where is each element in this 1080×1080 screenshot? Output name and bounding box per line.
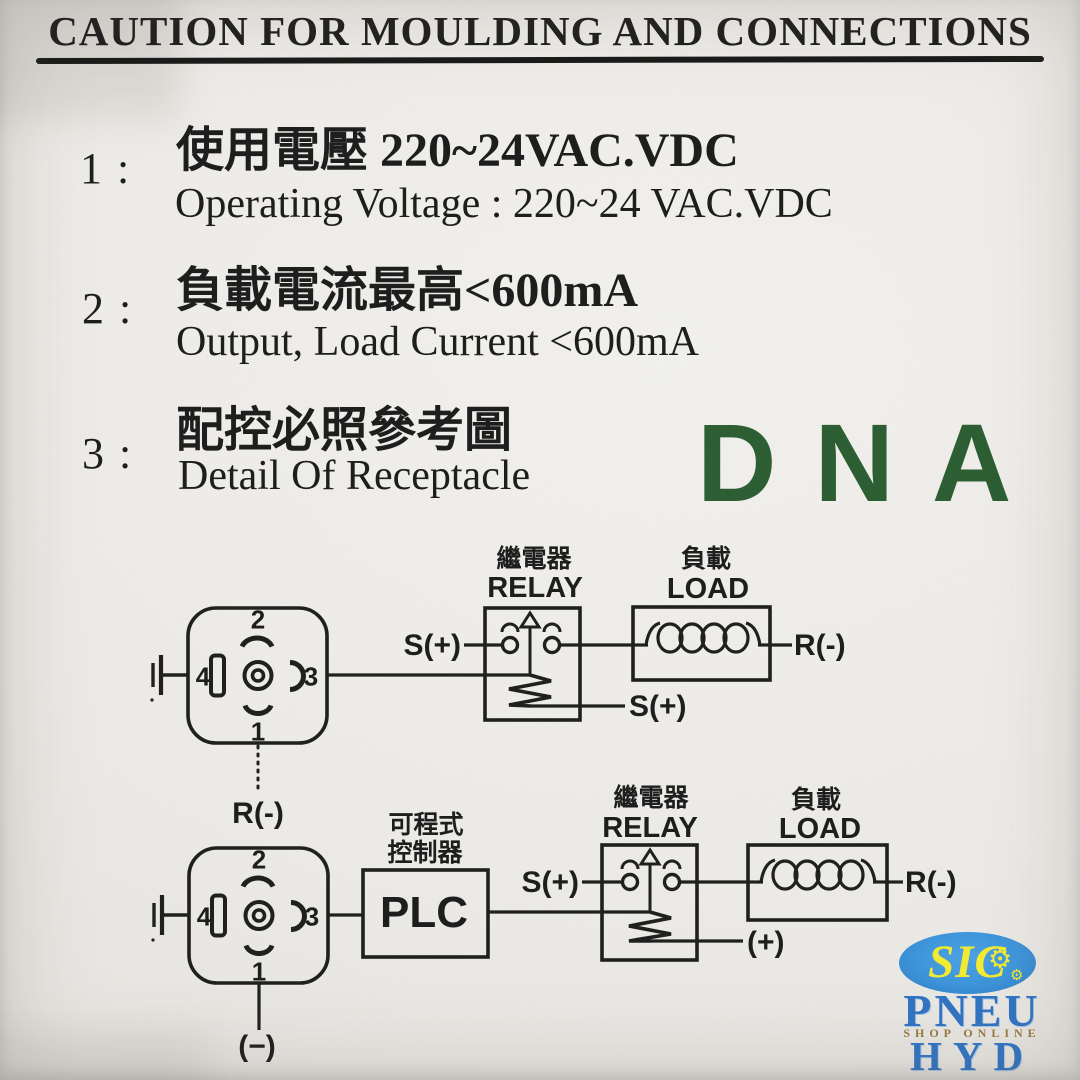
item-1-number: 1 : <box>80 144 132 193</box>
receptacle2-slot-bottom <box>243 944 275 957</box>
relay1-symbol <box>483 606 582 722</box>
diagram1-wires <box>328 643 792 708</box>
logo-hyd-text: HYD <box>909 1033 1035 1079</box>
ground-symbol-1 <box>150 655 188 702</box>
relay2-label-zh: 繼電器 <box>613 783 689 812</box>
plc-label-zh2: 控制器 <box>387 839 463 867</box>
receptacle1-pin-2: 2 <box>251 605 265 635</box>
load2-symbol <box>746 843 889 922</box>
receptacle1-slot-right <box>289 660 306 692</box>
diagram2-plus-out: (+) <box>747 926 785 959</box>
gear-icon-small: ⚙ <box>1010 966 1024 984</box>
receptacle2-pin-2: 2 <box>252 845 266 875</box>
diagram1: 繼電器 RELAY 負載 LOAD 2 4 <box>150 544 846 830</box>
item-2-english: Output, Load Current <600mA <box>176 319 699 365</box>
dna-watermark: DNA <box>697 402 1050 525</box>
item-3-number: 3 : <box>82 429 134 478</box>
diagram1-s-plus-out: S(+) <box>629 690 687 723</box>
plc-text: PLC <box>380 888 468 937</box>
page-title: CAUTION FOR MOULDING AND CONNECTIONS <box>48 8 1032 54</box>
title-underline <box>35 55 1045 65</box>
diagram1-s-plus-in: S(+) <box>403 629 461 662</box>
receptacle1-pin-1: 1 <box>251 717 265 747</box>
relay1-coil <box>508 673 552 708</box>
receptacle1-bottom-label: R(-) <box>232 797 284 830</box>
ground-symbol-2 <box>151 895 189 942</box>
relay2-coil <box>628 910 672 943</box>
receptacle2-slot-right <box>290 900 307 932</box>
receptacle1-slot-top <box>239 635 275 648</box>
load1-label-zh: 負載 <box>681 545 731 573</box>
receptacle-1: 2 4 3 1 <box>186 605 329 747</box>
relay1-label-en: RELAY <box>487 572 583 604</box>
receptacle2-pin-4: 4 <box>197 902 212 932</box>
item-2-chinese: 負載電流最高<600mA <box>176 264 639 317</box>
relay1-label-zh: 繼電器 <box>496 544 572 573</box>
receptacle2-center-inner <box>251 908 267 923</box>
receptacle2-bottom-label: (−) <box>238 1030 276 1063</box>
diagram1-r-minus: R(-) <box>794 629 846 662</box>
item-1-chinese: 使用電壓 220~24VAC.VDC <box>176 124 739 177</box>
diagram2-r-minus: R(-) <box>905 866 957 899</box>
receptacle1-center-inner <box>250 668 266 683</box>
item-3-english: Detail Of Receptacle <box>178 453 531 499</box>
load2-label-zh: 負載 <box>791 786 841 814</box>
receptacle2-pin-3: 3 <box>305 902 319 932</box>
diagram2-s-plus-in: S(+) <box>521 866 579 899</box>
receptacle1-slot-bottom <box>242 704 274 717</box>
receptacle1-pin-4: 4 <box>196 662 211 692</box>
plc-label-zh1: 可程式 <box>388 811 463 839</box>
relay2-label-en: RELAY <box>602 812 698 844</box>
receptacle2-pin-1: 1 <box>252 957 266 987</box>
item-3-chinese: 配控必照參考圖 <box>176 404 513 457</box>
receptacle2-slot-left <box>210 893 227 938</box>
receptacle1-center-outer <box>242 660 274 691</box>
load1-label-en: LOAD <box>667 573 749 605</box>
load1-symbol <box>631 605 772 682</box>
gear-icon: ⚙ <box>988 944 1013 975</box>
receptacle-2: 2 4 3 1 <box>187 845 330 987</box>
relay2-symbol <box>600 843 699 962</box>
receptacle1-pin-3: 3 <box>304 662 318 692</box>
item-1-english: Operating Voltage : 220~24 VAC.VDC <box>175 181 833 227</box>
receptacle1-slot-left <box>209 653 226 698</box>
receptacle2-center-outer <box>243 900 275 931</box>
receptacle2-slot-top <box>240 875 276 888</box>
load2-label-en: LOAD <box>779 813 861 845</box>
item-2-number: 2 : <box>82 284 134 333</box>
